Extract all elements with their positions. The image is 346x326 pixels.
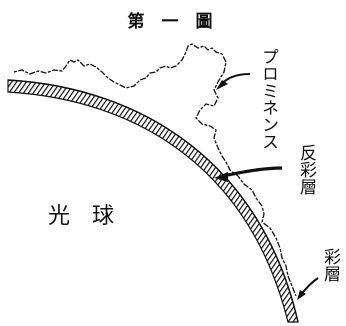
label-photosphere: 光 球 xyxy=(48,204,114,229)
reversing-layer-arrowhead xyxy=(214,172,228,182)
chromosphere-arrowhead xyxy=(297,290,306,300)
chromosphere-outline xyxy=(13,43,297,297)
reversing-layer-line xyxy=(7,79,299,323)
reversing-layer-pointer xyxy=(221,166,283,178)
label-reversing-layer: 反彩層 xyxy=(296,144,317,195)
photosphere-boundary xyxy=(7,79,299,323)
label-chromosphere: 彩層 xyxy=(320,248,341,282)
prominence-arrowhead xyxy=(216,80,228,90)
label-prominence: プロミネンス xyxy=(258,48,278,150)
figure-title: 第 一 圖 xyxy=(128,11,213,32)
